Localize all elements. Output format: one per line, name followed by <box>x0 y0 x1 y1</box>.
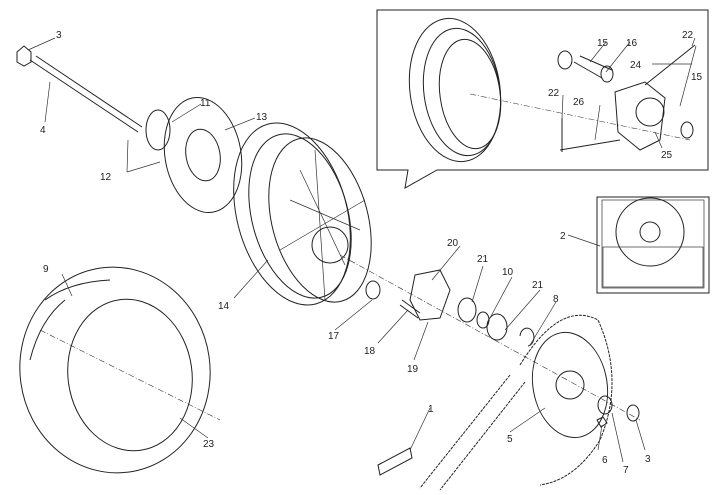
callout-11: 11 <box>200 98 211 109</box>
callout-2: 2 <box>560 231 566 242</box>
rim <box>233 122 372 306</box>
callout-7: 7 <box>623 465 629 476</box>
callout-10: 10 <box>502 267 514 278</box>
brake-disc <box>145 97 243 213</box>
callout-8: 8 <box>553 294 559 305</box>
callout-22: 22 <box>682 30 694 41</box>
callout-26: 26 <box>573 97 585 108</box>
callout-22: 22 <box>548 88 560 99</box>
callout-21: 21 <box>532 280 544 291</box>
callout-6: 6 <box>602 455 608 466</box>
callout-23: 23 <box>203 439 215 450</box>
callout-21: 21 <box>477 254 489 265</box>
callout-20: 20 <box>447 238 459 249</box>
sprocket-and-chain <box>377 314 640 491</box>
callout-3: 3 <box>645 454 651 465</box>
callout-15: 15 <box>597 38 609 49</box>
tire <box>19 266 221 474</box>
callout-16: 16 <box>626 38 638 49</box>
callout-15: 15 <box>691 72 703 83</box>
axle <box>16 45 143 133</box>
callout-5: 5 <box>507 434 513 445</box>
callout-17: 17 <box>328 331 340 342</box>
callout-labels: 3 4 11 13 12 9 14 17 18 19 20 21 10 21 8… <box>40 30 703 476</box>
callout-14: 14 <box>218 301 230 312</box>
callout-1: 1 <box>428 404 434 415</box>
callout-13: 13 <box>256 112 268 123</box>
callout-3: 3 <box>56 30 62 41</box>
hub-detail-inset <box>376 9 709 189</box>
callout-19: 19 <box>407 364 419 375</box>
callout-25: 25 <box>661 150 673 161</box>
callout-24: 24 <box>630 60 642 71</box>
hub-parts <box>339 254 641 421</box>
callout-9: 9 <box>43 264 49 275</box>
callout-12: 12 <box>100 172 112 183</box>
callout-4: 4 <box>40 125 46 136</box>
sprocket-cover-box <box>596 196 710 294</box>
callout-18: 18 <box>364 346 376 357</box>
